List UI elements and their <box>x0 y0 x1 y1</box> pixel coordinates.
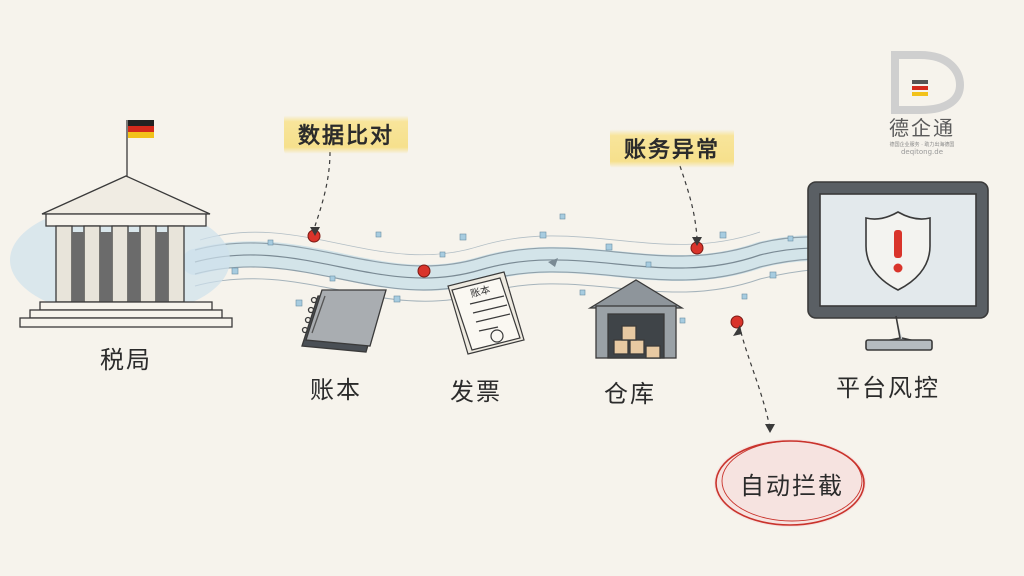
warehouse-icon <box>587 279 685 359</box>
label-invoice: 发票 <box>450 378 502 406</box>
pointer-comparison <box>314 151 331 227</box>
label-tax-office: 税局 <box>100 346 152 374</box>
callout-auto-block: 自动拦截 <box>740 472 844 500</box>
callout-account-anomaly: 账务异常 <box>610 126 735 170</box>
data-flow-stream <box>182 231 868 302</box>
ledger-book-icon <box>301 289 387 353</box>
alert-nodes <box>307 229 744 329</box>
alert-node-ledger <box>417 264 431 278</box>
alert-node-block <box>730 315 744 329</box>
platform-monitor-icon <box>807 181 989 351</box>
logo-name: 德企通 <box>889 116 955 140</box>
auto-block-circle <box>714 439 866 527</box>
tax-office-building <box>10 120 233 328</box>
label-warehouse: 仓库 <box>604 380 656 408</box>
pointer-anomaly <box>679 165 698 239</box>
pointer-auto-block <box>740 331 771 429</box>
invoice-document-icon <box>447 271 525 355</box>
callout-pointers <box>314 151 771 429</box>
label-platform-risk-control: 平台风控 <box>836 374 940 402</box>
brand-logo: 德企通 德国企业服务 · 助力出海德国 deqitong.de <box>880 48 964 156</box>
german-flag-icon <box>128 120 154 138</box>
callout-data-comparison: 数据比对 <box>284 112 409 156</box>
label-ledger: 账本 <box>310 376 362 404</box>
shield-alert-icon <box>865 211 931 291</box>
logo-url: deqitong.de <box>900 148 944 156</box>
logo-tagline: 德国企业服务 · 助力出海德国 <box>889 142 955 148</box>
logo-mark-icon <box>891 51 965 114</box>
